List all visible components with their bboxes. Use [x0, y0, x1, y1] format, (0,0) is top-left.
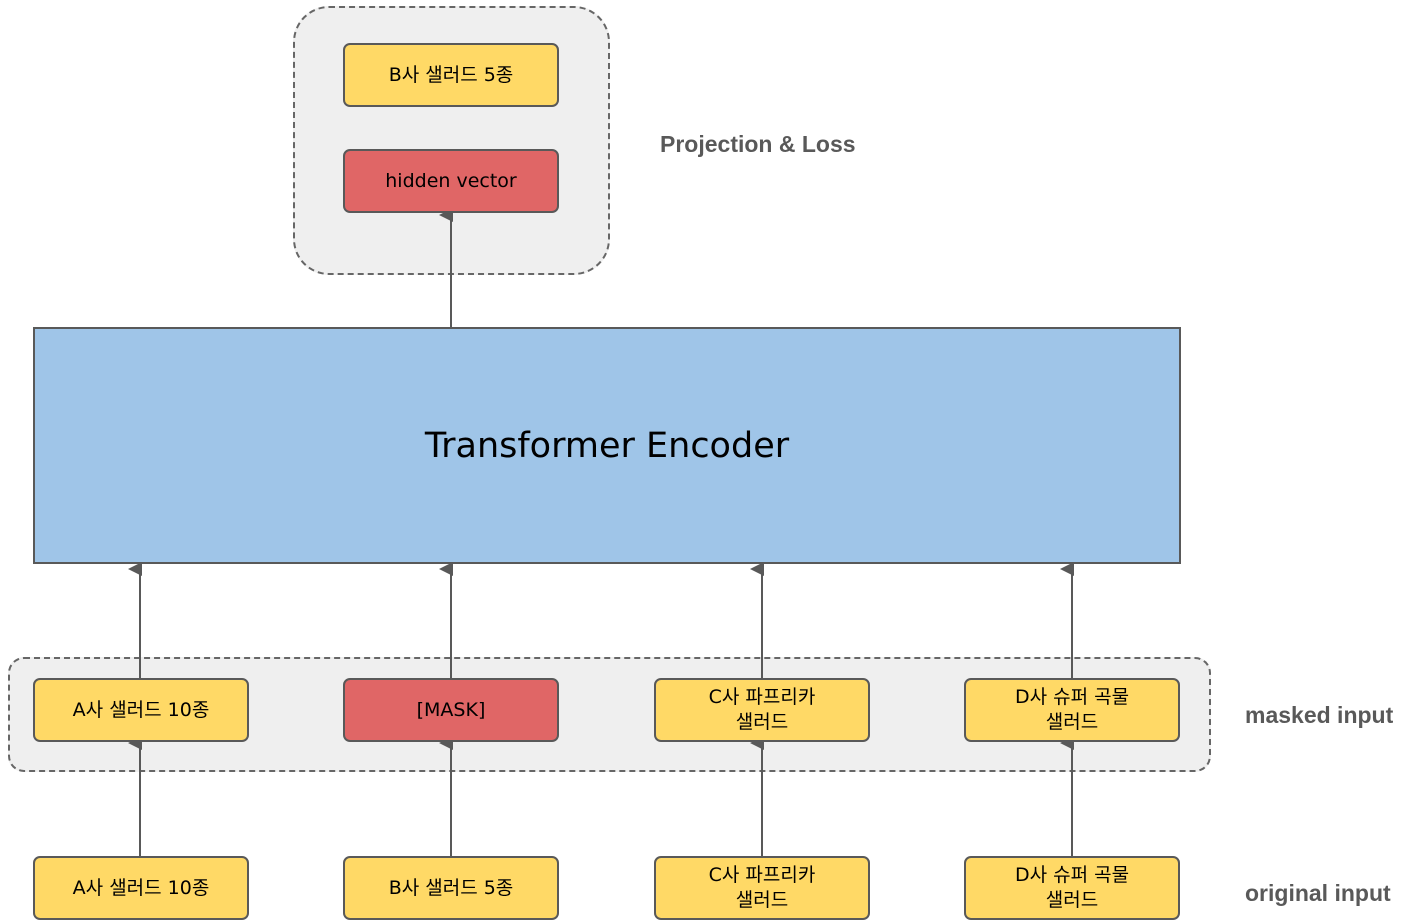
- masked-token-2-mask: [MASK]: [343, 678, 559, 742]
- masked-token-1: A사 샐러드 10종: [33, 678, 249, 742]
- original-token-4: D사 슈퍼 곡물 샐러드: [964, 856, 1180, 920]
- projection-loss-label: Projection & Loss: [660, 131, 856, 157]
- masked-input-label: masked input: [1245, 702, 1394, 728]
- original-token-3: C사 파프리카 샐러드: [654, 856, 870, 920]
- target-token-box: B사 샐러드 5종: [343, 43, 559, 107]
- masked-token-4: D사 슈퍼 곡물 샐러드: [964, 678, 1180, 742]
- original-token-1: A사 샐러드 10종: [33, 856, 249, 920]
- original-token-2: B사 샐러드 5종: [343, 856, 559, 920]
- original-input-label: original input: [1245, 880, 1391, 906]
- masked-token-3: C사 파프리카 샐러드: [654, 678, 870, 742]
- transformer-encoder-block: Transformer Encoder: [33, 327, 1181, 564]
- hidden-vector-box: hidden vector: [343, 149, 559, 213]
